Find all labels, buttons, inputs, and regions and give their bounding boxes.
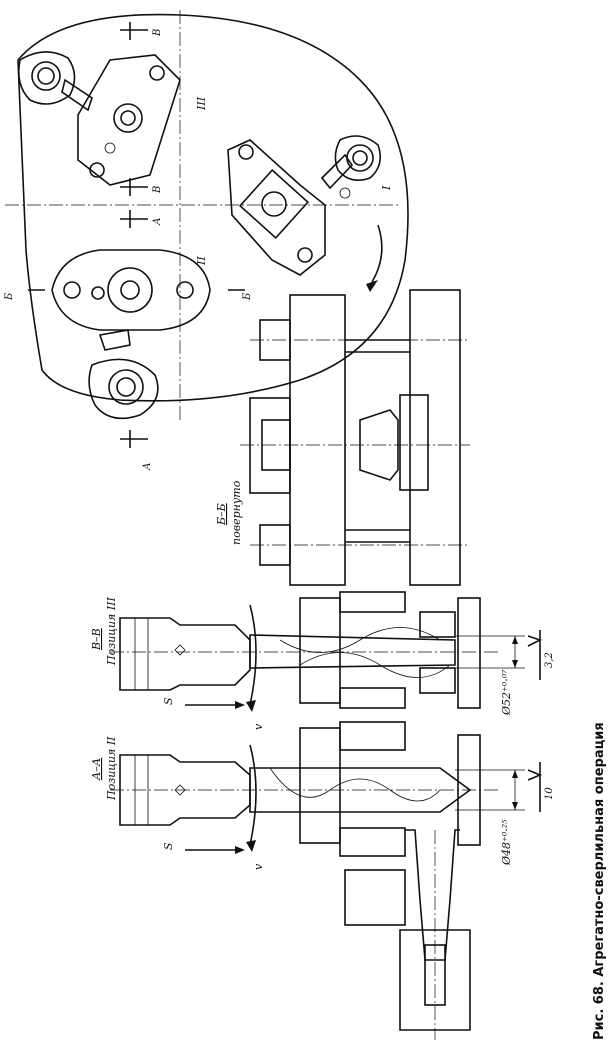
svg-text:Б: Б [242,292,253,301]
figure-caption: Рис. 68. Агрегатно-сверлильная операция [592,722,607,1040]
section-bb: Б–Б повернуто [215,289,470,586]
svg-text:В: В [152,186,163,194]
svg-text:А: А [142,462,153,471]
section-vv-feed: S [162,697,175,705]
section-aa-feed: S [162,842,175,850]
section-bb-subtitle: повернуто [230,480,243,545]
svg-text:Б: Б [4,292,15,301]
position-label-3: III [195,96,208,111]
section-vv-subtitle: Позиция III [105,596,118,666]
svg-text:А: А [152,217,163,226]
section-marks: В В А А Б Б [4,22,253,471]
fixture-position-1 [227,135,381,276]
section-aa-subtitle: Позиция II [105,736,118,801]
section-vv-roughness: 3,2 [544,652,555,668]
section-vv-title: В–В [90,628,103,651]
section-vv-speed: v [252,723,265,730]
position-label-2: II [195,256,208,266]
section-vv: В–В Позиция III S v Ø52⁺⁰·⁰⁷ 3,2 [90,591,555,730]
fixture-position-2 [51,249,211,420]
plan-view: III II I В В А А Б Б [4,10,409,471]
section-aa-roughness: 10 [544,787,555,800]
section-vv-diameter: Ø52⁺⁰·⁰⁷ [500,669,513,716]
section-aa: А–А Позиция II S v Ø48⁺⁰·²⁵ 10 [90,721,555,1040]
section-aa-title: А–А [90,758,103,781]
section-aa-speed: v [252,863,265,870]
svg-text:В: В [152,29,163,37]
position-label-1: I [380,185,393,191]
fixture-position-3 [17,51,181,186]
section-aa-diameter: Ø48⁺⁰·²⁵ [500,819,513,866]
section-bb-title: Б–Б [215,503,228,526]
